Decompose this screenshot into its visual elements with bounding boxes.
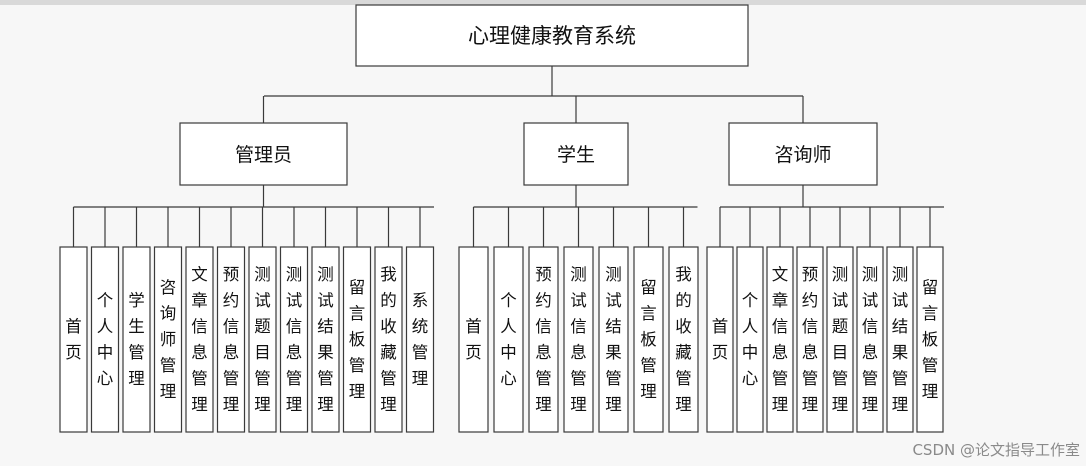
module-label: 测试结果管理 — [317, 265, 334, 414]
module-label: 我的收藏管理 — [380, 265, 397, 414]
module-label: 学生管理 — [128, 291, 145, 388]
module-node: 首页 — [458, 246, 489, 433]
module-node: 预约信息管理 — [528, 246, 559, 433]
module-label: 首页 — [465, 317, 482, 362]
module-node: 预约信息管理 — [796, 246, 824, 433]
root-label: 心理健康教育系统 — [468, 24, 636, 48]
module-label: 预约信息管理 — [223, 265, 240, 414]
module-node: 我的收藏管理 — [668, 246, 699, 433]
module-label: 留言板管理 — [640, 278, 657, 401]
module-label: 测试信息管理 — [570, 265, 587, 414]
role-node: 学生 — [523, 122, 629, 186]
module-label: 预约信息管理 — [535, 265, 552, 414]
module-label: 预约信息管理 — [802, 265, 819, 414]
module-node: 个人中心 — [90, 246, 120, 433]
role-label: 学生 — [557, 144, 595, 166]
role-label: 咨询师 — [774, 144, 831, 166]
module-node: 个人中心 — [736, 246, 764, 433]
module-node: 留言板管理 — [633, 246, 664, 433]
role-node: 咨询师 — [728, 122, 878, 186]
module-label: 测试结果管理 — [892, 265, 909, 414]
module-node: 测试结果管理 — [311, 246, 340, 433]
root-node: 心理健康教育系统 — [355, 4, 749, 67]
module-node: 测试题目管理 — [248, 246, 277, 433]
module-label: 系统管理 — [412, 291, 429, 388]
module-label: 测试信息管理 — [862, 265, 879, 414]
module-label: 测试结果管理 — [605, 265, 622, 414]
watermark: CSDN @论文指导工作室 — [912, 441, 1080, 459]
module-node: 预约信息管理 — [216, 246, 246, 433]
module-node: 测试结果管理 — [886, 246, 914, 433]
top-border-strip — [0, 0, 1086, 5]
module-label: 我的收藏管理 — [675, 265, 692, 414]
module-node: 系统管理 — [405, 246, 435, 433]
module-node: 测试信息管理 — [279, 246, 309, 433]
module-label: 留言板管理 — [922, 278, 939, 401]
module-node: 留言板管理 — [342, 246, 372, 433]
module-node: 文章信息管理 — [185, 246, 214, 433]
module-label: 测试题目管理 — [832, 265, 849, 414]
module-label: 个人中心 — [97, 291, 114, 388]
module-label: 测试题目管理 — [254, 265, 271, 414]
role-node: 管理员 — [179, 122, 348, 186]
role-nodes: 管理员 学生 咨询师 — [179, 122, 878, 186]
module-node: 我的收藏管理 — [374, 246, 403, 433]
module-label: 文章信息管理 — [772, 265, 789, 414]
role-label: 管理员 — [235, 144, 292, 166]
connector-lines — [72, 66, 944, 247]
module-label: 首页 — [712, 317, 729, 362]
module-node: 首页 — [59, 246, 88, 433]
module-node: 首页 — [706, 246, 734, 433]
module-label: 文章信息管理 — [191, 265, 208, 414]
module-label: 咨询师管理 — [160, 278, 177, 401]
module-node: 个人中心 — [493, 246, 524, 433]
module-node: 文章信息管理 — [766, 246, 794, 433]
module-node: 测试信息管理 — [563, 246, 594, 433]
module-nodes: 首页个人中心学生管理咨询师管理文章信息管理预约信息管理测试题目管理测试信息管理测… — [59, 246, 944, 433]
module-label: 个人中心 — [742, 291, 759, 388]
module-node: 留言板管理 — [916, 246, 944, 433]
module-node: 咨询师管理 — [153, 246, 183, 433]
module-label: 留言板管理 — [349, 278, 366, 401]
module-label: 首页 — [65, 317, 82, 362]
module-node: 测试题目管理 — [826, 246, 854, 433]
module-label: 测试信息管理 — [286, 265, 303, 414]
module-node: 测试结果管理 — [598, 246, 629, 433]
module-label: 个人中心 — [500, 291, 517, 388]
module-node: 测试信息管理 — [856, 246, 884, 433]
module-node: 学生管理 — [122, 246, 151, 433]
